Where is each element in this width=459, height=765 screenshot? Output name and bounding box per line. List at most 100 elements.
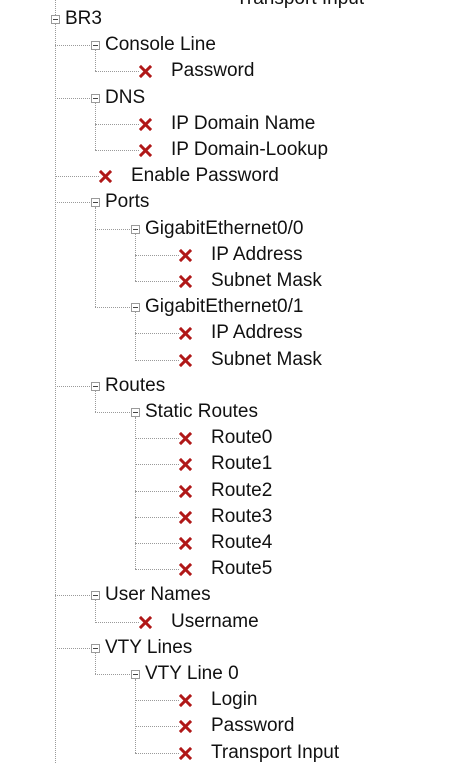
x-error-icon (179, 458, 192, 471)
collapse-minus-icon[interactable] (51, 15, 60, 24)
tree-connector-line (95, 124, 139, 125)
minus-glyph (93, 202, 98, 203)
tree-item-ip-address[interactable]: IP Address (211, 322, 303, 343)
tree-connector-line (135, 360, 179, 361)
x-error-icon (179, 563, 192, 576)
collapse-minus-icon[interactable] (91, 382, 100, 391)
collapse-minus-icon[interactable] (131, 225, 140, 234)
collapse-minus-icon[interactable] (91, 41, 100, 50)
tree-guide-line (95, 207, 96, 307)
tree-root-guide-line (55, 0, 56, 763)
tree-connector-line (135, 700, 179, 701)
tree-item-gigabitethernet0-0[interactable]: GigabitEthernet0/0 (145, 218, 304, 239)
minus-glyph (93, 386, 98, 387)
tree-connector-line (135, 569, 179, 570)
minus-glyph (133, 307, 138, 308)
tree-connector-line (55, 202, 90, 203)
tree-item-route3[interactable]: Route3 (211, 506, 273, 527)
tree-guide-line (95, 103, 96, 150)
tree-item-route5[interactable]: Route5 (211, 558, 273, 579)
tree-guide-line (95, 50, 96, 71)
tree-connector-line (135, 753, 179, 754)
minus-glyph (133, 674, 138, 675)
collapse-minus-icon[interactable] (131, 303, 140, 312)
tree-item-console-line[interactable]: Console Line (105, 34, 216, 55)
tree-item-ip-domain-name[interactable]: IP Domain Name (171, 113, 316, 134)
tree-connector-line (55, 386, 90, 387)
minus-glyph (93, 595, 98, 596)
tree-item-ip-domain-lookup[interactable]: IP Domain-Lookup (171, 139, 329, 160)
tree-connector-line (55, 45, 90, 46)
x-error-icon (139, 65, 152, 78)
tree-connector-line (95, 229, 130, 230)
collapse-minus-icon[interactable] (131, 670, 140, 679)
collapse-minus-icon[interactable] (91, 644, 100, 653)
x-error-icon (99, 170, 112, 183)
x-error-icon (179, 720, 192, 733)
tree-connector-line (135, 517, 179, 518)
tree-item-password[interactable]: Password (211, 715, 295, 736)
x-error-icon (179, 249, 192, 262)
tree-item-gigabitethernet0-1[interactable]: GigabitEthernet0/1 (145, 296, 304, 317)
tree-item-route1[interactable]: Route1 (211, 453, 273, 474)
tree-item-login[interactable]: Login (211, 689, 258, 710)
collapse-minus-icon[interactable] (91, 591, 100, 600)
x-error-icon (139, 118, 152, 131)
tree-item-username[interactable]: Username (171, 611, 259, 632)
minus-glyph (93, 98, 98, 99)
tree-item-route4[interactable]: Route4 (211, 532, 273, 553)
tree-guide-line (135, 679, 136, 753)
tree-connector-line (95, 150, 139, 151)
minus-glyph (133, 412, 138, 413)
x-error-icon (179, 747, 192, 760)
clipped-tree-item-label: Transport Input (236, 0, 364, 11)
tree-connector-line (95, 71, 139, 72)
tree-connector-line (95, 622, 139, 623)
x-error-icon (179, 485, 192, 498)
x-error-icon (139, 144, 152, 157)
tree-item-password[interactable]: Password (171, 60, 255, 81)
tree-connector-line (95, 307, 130, 308)
tree-item-transport-input[interactable]: Transport Input (211, 742, 340, 763)
tree-connector-line (135, 726, 179, 727)
collapse-minus-icon[interactable] (131, 408, 140, 417)
tree-item-route2[interactable]: Route2 (211, 480, 273, 501)
tree-connector-line (95, 412, 130, 413)
tree-connector-line (135, 491, 179, 492)
tree-connector-line (135, 281, 179, 282)
tree-item-vty-lines[interactable]: VTY Lines (105, 637, 193, 658)
tree-item-ip-address[interactable]: IP Address (211, 244, 303, 265)
tree-item-subnet-mask[interactable]: Subnet Mask (211, 270, 322, 291)
x-error-icon (179, 537, 192, 550)
collapse-minus-icon[interactable] (91, 198, 100, 207)
tree-connector-line (135, 333, 179, 334)
tree-item-dns[interactable]: DNS (105, 87, 146, 108)
tree-connector-line (55, 648, 90, 649)
tree-item-routes[interactable]: Routes (105, 375, 166, 396)
x-error-icon (139, 616, 152, 629)
tree-guide-line (95, 391, 96, 412)
tree-connector-line (95, 674, 130, 675)
minus-glyph (133, 229, 138, 230)
tree-item-vty-line-0[interactable]: VTY Line 0 (145, 663, 239, 684)
tree-item-static-routes[interactable]: Static Routes (145, 401, 258, 422)
collapse-minus-icon[interactable] (91, 94, 100, 103)
tree-item-enable-password[interactable]: Enable Password (131, 165, 279, 186)
tree-connector-line (55, 595, 90, 596)
tree-item-br3[interactable]: BR3 (65, 8, 102, 29)
x-error-icon (179, 354, 192, 367)
tree-guide-line (135, 417, 136, 569)
tree-item-subnet-mask[interactable]: Subnet Mask (211, 349, 322, 370)
tree-item-ports[interactable]: Ports (105, 191, 150, 212)
tree-guide-line (135, 234, 136, 281)
x-error-icon (179, 511, 192, 524)
tree-guide-line (95, 600, 96, 621)
tree-item-user-names[interactable]: User Names (105, 584, 211, 605)
tree-connector-line (135, 543, 179, 544)
tree-connector-line (135, 438, 179, 439)
tree-guide-line (135, 312, 136, 359)
tree-item-route0[interactable]: Route0 (211, 427, 273, 448)
tree-guide-line (95, 653, 96, 674)
minus-glyph (93, 648, 98, 649)
